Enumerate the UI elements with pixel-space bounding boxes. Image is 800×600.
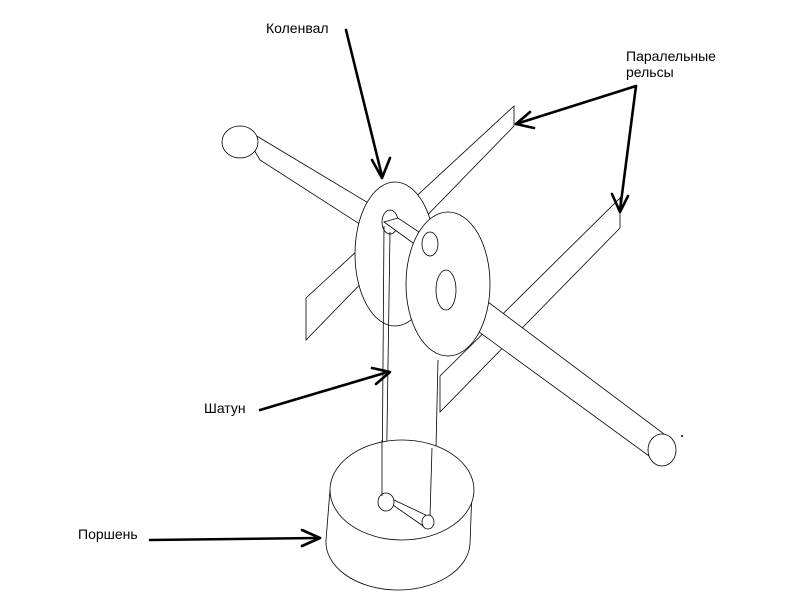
arrow-rails-right-shaft [618,84,638,212]
shaft-front [437,271,677,467]
arrow-crankshaft-head [370,156,392,180]
piston [325,439,475,591]
arrow-piston-head [300,528,322,548]
crank-hub [435,269,457,311]
shaft-front-end [647,433,677,467]
piston-pin-end-right [421,514,435,530]
label-parallel-rails: Паралельные рельсы [626,48,716,80]
rod-right-edge [435,359,439,449]
arrow-piston [148,528,322,548]
shaft-back-end [221,125,259,159]
arrow-connecting-rod [258,366,392,412]
crank-pin-front [421,231,439,257]
arrow-crankshaft [344,28,392,180]
piston-top [329,439,475,541]
label-piston: Поршень [78,526,138,542]
arrow-rails-right [610,84,638,214]
arrow-piston-shaft [148,536,320,542]
arrow-connecting-rod-shaft [258,370,390,412]
arrow-rails-left-shaft [514,84,638,126]
piston-pin-end-left [377,492,395,512]
label-parallel-rails-line2: рельсы [626,64,674,80]
arrow-rails-right-head [610,192,630,214]
crank-disc-front [405,211,491,357]
label-crankshaft: Коленвал [266,20,329,36]
arrow-rails-left-head [514,110,536,130]
arrow-crankshaft-shaft [344,28,384,178]
arrow-connecting-rod-head [370,366,392,386]
label-connecting-rod: Шатун [204,400,246,416]
arrow-rails-left [514,84,638,130]
rod-into-piston-right [429,447,433,517]
stray-dot [681,435,683,437]
label-parallel-rails-line1: Паралельные [626,48,716,64]
